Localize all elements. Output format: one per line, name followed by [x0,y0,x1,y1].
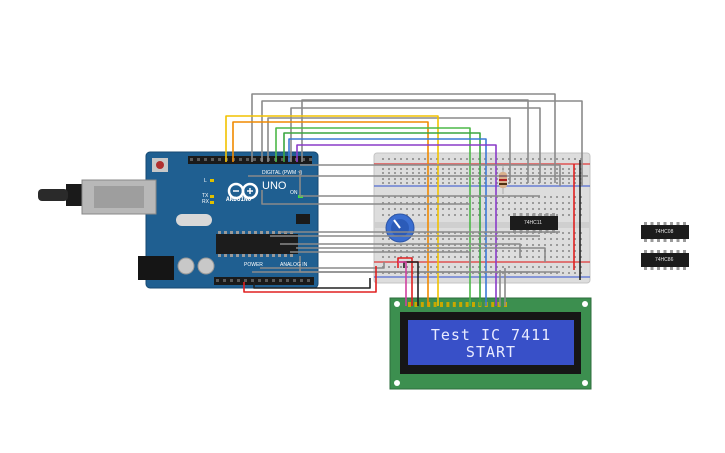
tx-led-label: TX [202,193,209,199]
breadboard-ic-label: 74HC11 [524,220,542,226]
wire-gray-13 [296,247,546,262]
wire-gray-12 [280,243,521,258]
lcd-display: Test IC 7411 START [408,320,574,365]
wire-gray-9 [261,190,470,205]
wire-gray-5 [267,117,511,183]
capacitor-1 [177,257,195,275]
wire-black-2 [403,261,419,306]
arduino-logo-icon [227,182,259,200]
wire-gray-15 [260,262,385,269]
arduino-model-label: UNO [262,180,287,192]
power-jack [138,256,174,280]
potentiometer[interactable] [385,213,415,243]
spare-ic-1-label: 74HC08 [655,229,674,235]
crystal-oscillator [176,214,212,226]
rx-led-label: RX [202,199,209,205]
lcd-module[interactable] [389,297,592,390]
power-analog-header [214,277,314,285]
usb-cable [38,189,68,201]
wire-gray-2 [261,100,583,186]
lcd-line-2: START [465,343,517,361]
digital-pwm-label: DIGITAL (PWM ~) [262,170,303,176]
digital-header [188,156,312,164]
wire-gray-1 [251,93,556,183]
wire-pink [398,261,407,306]
wire-black-1 [253,278,371,289]
spare-ic-1[interactable] [641,222,689,242]
wire-green-2 [283,132,481,306]
wire-gray-3 [301,99,529,183]
wire-green-1 [275,127,471,306]
wire-gray-4 [290,107,541,183]
arduino-uno-board[interactable] [38,151,319,289]
wire-gray-17 [299,256,560,273]
l-led-label: L [204,178,207,184]
wire-gray-6 [300,164,561,186]
wire-red-1 [243,266,377,293]
usb-cable-plug [66,184,82,206]
power-label: POWER [244,262,263,268]
wire-gray-14 [290,251,471,268]
wire-red-2 [397,257,413,306]
wire-yellow [225,115,439,306]
atmega-chip [216,234,298,254]
on-led-label: ON [290,190,298,196]
wire-blue [288,138,487,306]
lcd-screen [408,320,574,365]
arduino-brand-label: ARDUINO [226,196,252,203]
wire-gray-7 [299,170,540,197]
capacitor-2 [197,257,215,275]
wire-purple [296,144,497,306]
analog-in-label: ANALOG IN [280,262,308,268]
wire-orange [232,121,429,306]
spare-ic-2[interactable] [641,250,689,270]
spare-ic-2-label: 74HC86 [655,257,674,263]
lcd-line-1: Test IC 7411 [430,326,552,344]
